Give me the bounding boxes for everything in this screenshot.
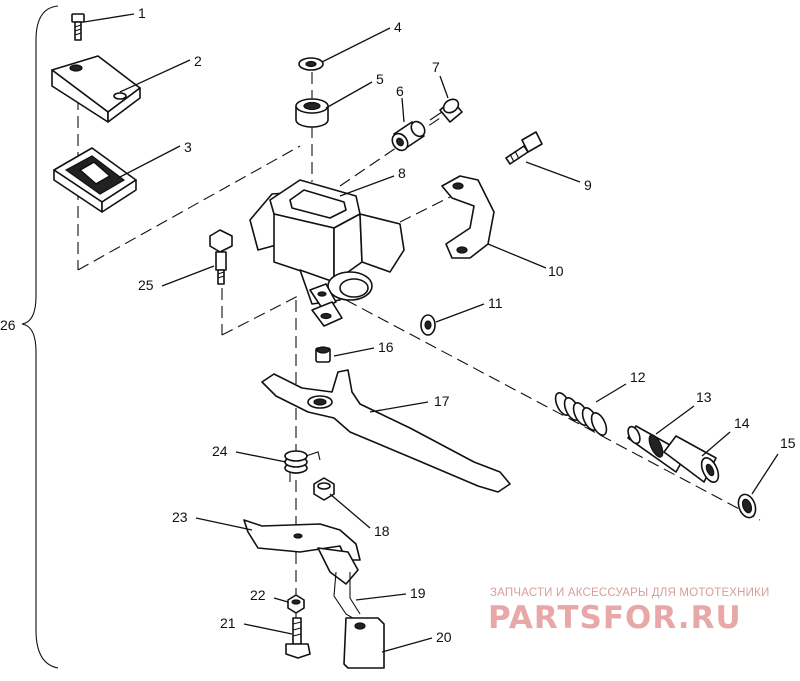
part-6-fitting	[391, 120, 426, 152]
part-19-wire	[333, 571, 361, 621]
callouts: 1 2 3 4 5 6 7 8 9 10 11 12 13 14 15 16 1…	[0, 5, 796, 645]
part-9-bolt	[505, 131, 543, 165]
callout-12: 12	[630, 369, 646, 385]
part-11-washer	[420, 314, 436, 336]
watermark-brand: PARTSFOR.RU	[488, 600, 742, 636]
part-1-screw	[71, 13, 85, 41]
part-25-pivot-bolt	[209, 229, 233, 285]
callout-22: 22	[250, 587, 266, 603]
part-12-spring	[554, 392, 608, 436]
callout-25: 25	[138, 277, 154, 293]
part-8-master-cylinder	[249, 179, 405, 327]
callout-18: 18	[374, 523, 390, 539]
part-24-spring	[284, 450, 321, 482]
part-21-screw	[285, 617, 311, 659]
callout-17: 17	[434, 393, 450, 409]
watermark: ЗАПЧАСТИ И АКСЕССУАРЫ ДЛЯ МОТОТЕХНИКИ PA…	[488, 587, 770, 636]
part-3-diaphragm	[53, 147, 137, 213]
assembly-bracket	[21, 5, 59, 669]
part-10-clamp	[441, 175, 495, 259]
callout-10: 10	[548, 263, 564, 279]
callout-21: 21	[220, 615, 236, 631]
callout-2: 2	[194, 53, 202, 69]
part-15-snap-ring	[737, 493, 757, 519]
part-4-washer	[298, 57, 324, 71]
callout-5: 5	[376, 71, 384, 87]
callout-11: 11	[488, 295, 503, 311]
part-23-bracket	[243, 519, 361, 585]
callout-3: 3	[184, 139, 192, 155]
callout-24: 24	[212, 443, 228, 459]
callout-8: 8	[398, 165, 406, 181]
part-5-bushing	[295, 98, 329, 128]
part-2-reservoir-cover	[51, 55, 141, 123]
callout-20: 20	[436, 629, 452, 645]
callout-19: 19	[410, 585, 426, 601]
part-18-nut	[313, 477, 335, 501]
callout-15: 15	[780, 435, 796, 451]
callout-6: 6	[396, 83, 404, 99]
part-22-nut	[287, 594, 305, 614]
callout-7: 7	[432, 59, 440, 75]
callout-1: 1	[138, 5, 146, 21]
part-17-lever	[261, 369, 511, 493]
callout-9: 9	[584, 177, 592, 193]
callout-13: 13	[696, 389, 712, 405]
callout-14: 14	[734, 415, 750, 431]
part-20-tag	[343, 617, 385, 669]
callout-4: 4	[394, 19, 402, 35]
watermark-tagline: ЗАПЧАСТИ И АКСЕССУАРЫ ДЛЯ МОТОТЕХНИКИ	[490, 587, 770, 599]
center-lines	[77, 72, 761, 620]
part-16-bushing	[315, 346, 331, 363]
callout-23: 23	[172, 509, 188, 525]
callout-16: 16	[378, 339, 394, 355]
part-7-cap	[429, 98, 463, 123]
callout-26: 26	[0, 317, 16, 333]
part-13-piston	[627, 425, 687, 473]
part-14-sleeve	[663, 435, 720, 483]
leader-lines	[83, 13, 779, 653]
